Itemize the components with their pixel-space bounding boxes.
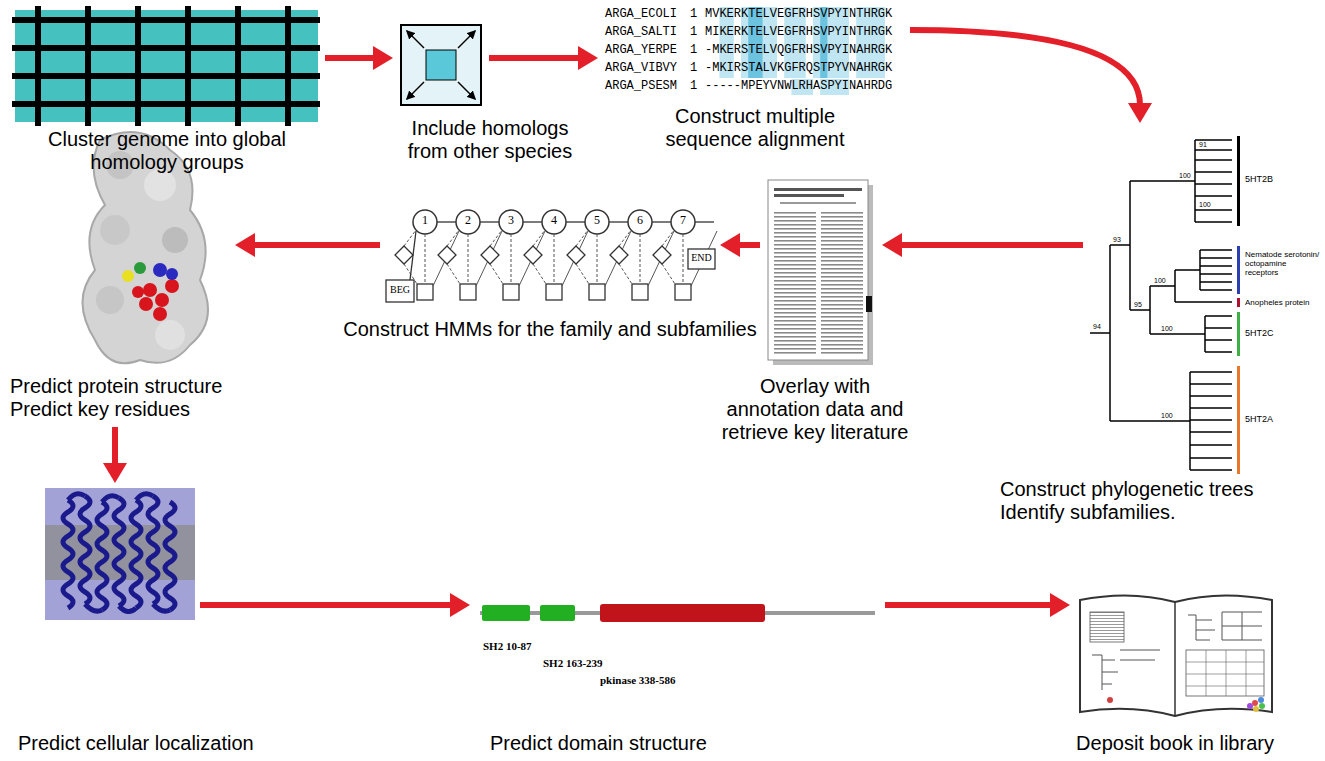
arrow-line bbox=[489, 55, 580, 61]
step-caption: Deposit book in library bbox=[1050, 732, 1300, 755]
sequence-name: ARGA_YERPE bbox=[605, 44, 677, 58]
domain-label: SH2 163-239 bbox=[543, 657, 603, 670]
clade-label: Nematode serotonin/ octopamine receptors bbox=[1244, 250, 1321, 278]
hmm-state-label: BEG bbox=[388, 284, 412, 296]
step-caption: Predict cellular localization bbox=[18, 732, 338, 755]
sequence-name: ARGA_PSESM bbox=[605, 80, 677, 94]
homolog-icon bbox=[401, 25, 481, 105]
arrow-head bbox=[103, 463, 127, 483]
arrow-head bbox=[882, 233, 902, 257]
book-sketch bbox=[1080, 595, 1272, 716]
bootstrap-value: 100 bbox=[1160, 412, 1174, 420]
step-caption: Predict domain structure bbox=[490, 732, 790, 755]
process-step: Include homologs from other species bbox=[398, 22, 484, 106]
flow-arrow bbox=[325, 46, 393, 70]
arrow-line bbox=[112, 427, 118, 465]
step-caption: Cluster genome into global homology grou… bbox=[47, 128, 287, 174]
step-caption: Construct phylogenetic trees Identify su… bbox=[1000, 478, 1280, 524]
paper-thumbnail bbox=[768, 180, 873, 365]
process-step: Predict cellular localization bbox=[45, 488, 195, 620]
membrane-protein bbox=[45, 488, 195, 620]
hmm-state-number: 6 bbox=[630, 214, 650, 228]
bootstrap-value: 91 bbox=[1198, 141, 1208, 149]
clade-label: 5HT2C bbox=[1244, 328, 1275, 338]
flow-arrow bbox=[103, 427, 127, 483]
domain-architecture bbox=[480, 604, 875, 622]
position-number: 1 bbox=[690, 62, 697, 76]
process-step: Predict protein structure Predict key re… bbox=[75, 130, 230, 370]
arrow-head bbox=[450, 593, 470, 617]
step-caption: Construct multiple sequence alignment bbox=[655, 105, 855, 151]
arrow-head bbox=[578, 46, 598, 70]
bootstrap-value: 95 bbox=[1133, 301, 1143, 309]
flow-arrow bbox=[882, 233, 1083, 257]
bootstrap-value: 94 bbox=[1092, 323, 1102, 331]
sequence-name: ARGA_VIBVY bbox=[605, 62, 677, 76]
bootstrap-value: 100 bbox=[1198, 201, 1212, 209]
phylogenetic-tree bbox=[1090, 140, 1232, 470]
position-number: 1 bbox=[690, 80, 697, 94]
clade-bars bbox=[1237, 136, 1240, 474]
arrow-line bbox=[885, 602, 1052, 608]
arrow-line bbox=[900, 242, 1083, 248]
hmm-state-label: END bbox=[689, 252, 714, 264]
sequence-residues: -----MPEYVNWLRHASPYINAHRDG bbox=[705, 80, 892, 94]
arrow-head bbox=[1128, 103, 1152, 123]
position-number: 1 bbox=[690, 8, 697, 22]
hmm-state-number: 2 bbox=[458, 214, 478, 228]
arrow-line bbox=[910, 30, 1140, 105]
arrow-head bbox=[235, 233, 255, 257]
arrow-line bbox=[253, 242, 380, 248]
sequence-residues: MVKERKTELVEGFRHSVPYINTHRGK bbox=[705, 8, 892, 22]
bootstrap-value: 100 bbox=[1160, 325, 1174, 333]
bootstrap-value: 100 bbox=[1153, 277, 1167, 285]
genome-grid bbox=[12, 6, 320, 126]
sequence-residues: MIKERKTELVEGFRHSVPYINTHRGK bbox=[705, 26, 892, 40]
flow-arrow bbox=[489, 46, 598, 70]
bootstrap-value: 100 bbox=[1178, 172, 1192, 180]
process-step: Overlay with annotation data and retriev… bbox=[765, 178, 877, 368]
process-step: Predict domain structure bbox=[475, 598, 880, 702]
flow-arrow bbox=[235, 233, 380, 257]
hmm-diagram bbox=[386, 210, 717, 302]
arrow-line bbox=[738, 242, 760, 248]
domain-label: pkinase 338-586 bbox=[600, 674, 676, 687]
sequence-name: ARGA_ECOLI bbox=[605, 8, 677, 22]
flow-arrow bbox=[200, 593, 470, 617]
step-caption: Include homologs from other species bbox=[400, 117, 580, 163]
hmm-state-number: 1 bbox=[415, 214, 435, 228]
step-caption: Overlay with annotation data and retriev… bbox=[715, 375, 915, 444]
bootstrap-value: 93 bbox=[1112, 236, 1122, 244]
process-step: Cluster genome into global homology grou… bbox=[15, 8, 320, 124]
clade-label: 5HT2A bbox=[1244, 414, 1274, 424]
sequence-name: ARGA_SALTI bbox=[605, 26, 677, 40]
arrow-head bbox=[1050, 593, 1070, 617]
position-number: 1 bbox=[690, 44, 697, 58]
arrow-line bbox=[200, 602, 452, 608]
sequence-residues: -MKERSTELVQGFRHSVPYINAHRGK bbox=[705, 44, 892, 58]
hmm-state-number: 5 bbox=[587, 214, 607, 228]
hmm-state-number: 7 bbox=[673, 214, 693, 228]
step-caption: Construct HMMs for the family and subfam… bbox=[300, 318, 800, 341]
domain-label: SH2 10-87 bbox=[483, 640, 532, 653]
arrow-line bbox=[325, 55, 375, 61]
hmm-state-number: 3 bbox=[501, 214, 521, 228]
process-step: Construct HMMs for the family and subfam… bbox=[385, 205, 715, 305]
clade-label: Anopheles protein bbox=[1244, 298, 1311, 307]
step-caption: Predict protein structure Predict key re… bbox=[10, 375, 250, 421]
flow-arrow bbox=[885, 593, 1070, 617]
arrow-head bbox=[373, 46, 393, 70]
position-number: 1 bbox=[690, 26, 697, 40]
clade-label: 5HT2B bbox=[1244, 174, 1274, 184]
flow-arrow bbox=[720, 233, 760, 257]
flow-arrow bbox=[910, 30, 1152, 123]
hmm-state-number: 4 bbox=[544, 214, 564, 228]
sequence-residues: -MKIRSTALVKGFRQSTPYVNAHRGK bbox=[705, 62, 892, 76]
process-step: Deposit book in library bbox=[1075, 586, 1280, 724]
arrow-head bbox=[720, 233, 740, 257]
